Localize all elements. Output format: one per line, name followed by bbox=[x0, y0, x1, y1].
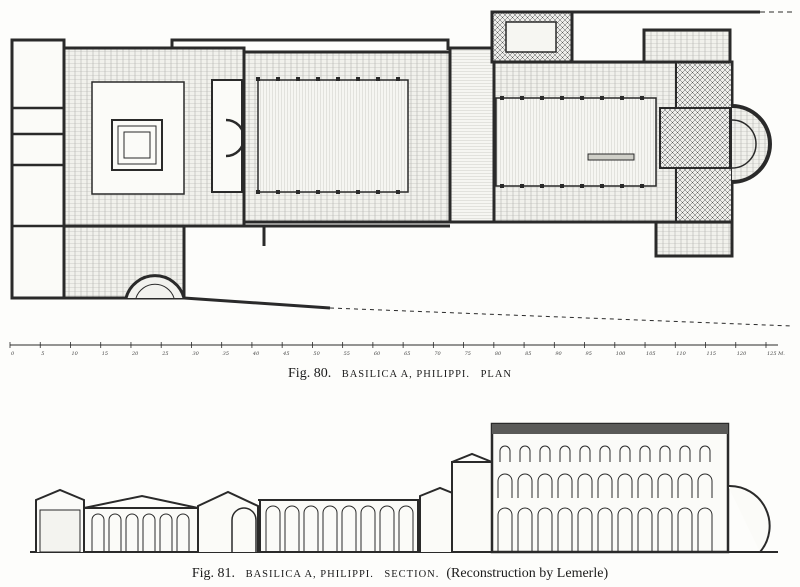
scale-tick-label: 80 bbox=[495, 351, 502, 357]
scale-tick-label: 100 bbox=[616, 351, 626, 357]
scale-tick-label: 85 bbox=[525, 351, 531, 357]
figure-80-number: Fig. 80. bbox=[288, 366, 332, 381]
scale-tick-label: 90 bbox=[555, 351, 562, 357]
scale-tick-label: 45 bbox=[282, 351, 289, 357]
scale-bar: 0 5 10 15 20 25 30 35 40 45 50 55 60 65 70 75 80 85 90 95 10… bbox=[9, 342, 785, 357]
scale-tick-label: 125 M. bbox=[767, 351, 785, 357]
scale-tick-label: 40 bbox=[252, 351, 260, 357]
scale-tick-label: 120 bbox=[737, 351, 747, 357]
figure-81-caption: Fig. 81. BASILICA A, PHILIPPI. SECTION. … bbox=[0, 566, 800, 582]
scale-tick-label: 25 bbox=[161, 351, 168, 357]
scale-tick-label: 65 bbox=[404, 351, 410, 357]
figure-81-title: BASILICA A, PHILIPPI. bbox=[245, 569, 374, 580]
scale-tick-label: 30 bbox=[192, 351, 199, 357]
scale-tick-label: 0 bbox=[11, 351, 15, 357]
figure-80-title: BASILICA A, PHILIPPI. bbox=[341, 369, 471, 380]
figure-80-subtitle: PLAN bbox=[480, 369, 512, 380]
basilica-section bbox=[30, 422, 778, 554]
scale-tick-label: 35 bbox=[223, 351, 229, 357]
scale-tick-label: 55 bbox=[344, 351, 350, 357]
figure-80-caption: Fig. 80. BASILICA A, PHILIPPI. PLAN bbox=[0, 366, 800, 382]
scale-tick-label: 95 bbox=[586, 351, 592, 357]
figure-81-number: Fig. 81. bbox=[191, 566, 236, 581]
scale-tick-label: 50 bbox=[313, 351, 320, 357]
scale-tick-label: 70 bbox=[434, 351, 441, 357]
scale-tick-label: 105 bbox=[646, 351, 656, 357]
scale-tick-label: 115 bbox=[707, 351, 717, 357]
figure-81-subtitle: SECTION. bbox=[384, 569, 440, 580]
plan-extension-line bbox=[329, 307, 793, 327]
scale-tick-label: 60 bbox=[374, 351, 381, 357]
scale-tick-label: 20 bbox=[131, 351, 139, 357]
scale-tick-label: 5 bbox=[41, 351, 44, 357]
scale-tick-label: 110 bbox=[676, 351, 686, 357]
scale-tick-label: 75 bbox=[465, 351, 471, 357]
basilica-plan bbox=[10, 10, 792, 310]
scale-tick-label: 10 bbox=[71, 351, 78, 357]
figure-81-note: (Reconstruction by Lemerle) bbox=[446, 566, 609, 581]
scale-tick-label: 15 bbox=[102, 351, 108, 357]
